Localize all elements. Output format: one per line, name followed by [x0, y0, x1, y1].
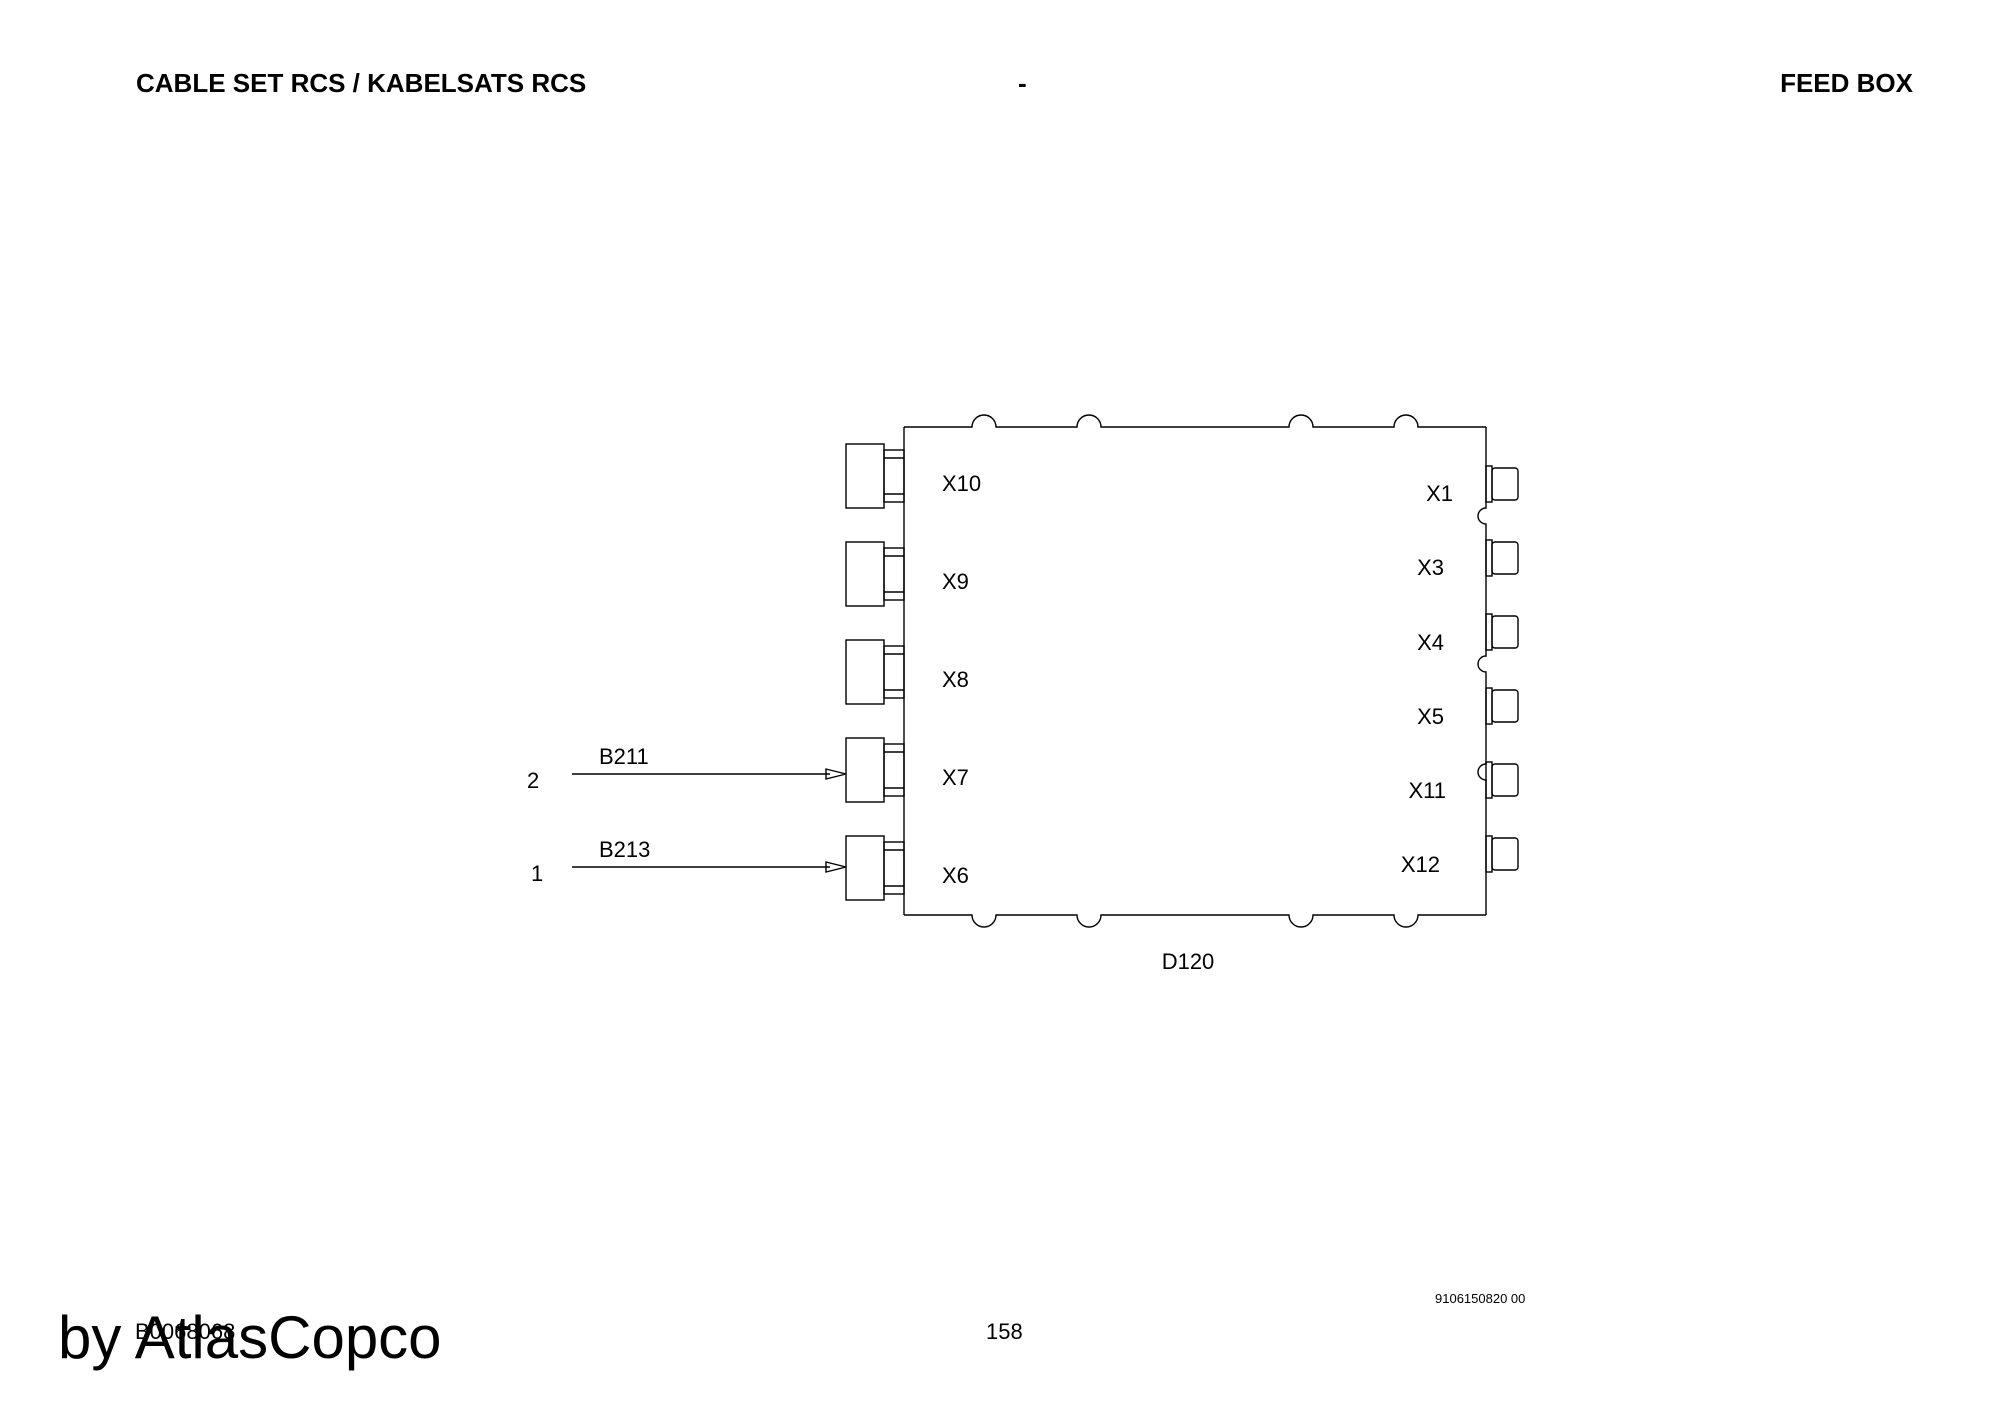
label-x7: X7	[942, 765, 969, 790]
connector-x6-shape	[845, 835, 905, 901]
cable-b211-number: 2	[527, 768, 539, 793]
connector-x10-shape	[845, 443, 905, 509]
connector-x3-shape	[1485, 539, 1519, 577]
connector-x7-shape	[845, 737, 905, 803]
label-x6: X6	[942, 863, 969, 888]
cable-b213-name: B213	[599, 837, 650, 862]
box-bottom-edge	[904, 914, 1486, 928]
connector-x4-shape	[1485, 613, 1519, 651]
box-label: D120	[1162, 949, 1215, 974]
page-number: 158	[986, 1319, 1023, 1344]
cable-b211-name: B211	[599, 744, 649, 769]
header-middle: -	[1018, 68, 1027, 98]
label-x10: X10	[942, 471, 981, 496]
header-right-title: FEED BOX	[1780, 68, 1913, 98]
cable-b213-number: 1	[531, 861, 543, 886]
header-left-title: CABLE SET RCS / KABELSATS RCS	[136, 68, 587, 98]
box-top-edge	[904, 414, 1486, 428]
label-x3: X3	[1417, 555, 1444, 580]
watermark-text: by AtlasCopco	[58, 1304, 442, 1371]
label-x11: X11	[1408, 778, 1446, 803]
label-x4: X4	[1417, 630, 1444, 655]
label-x5: X5	[1417, 704, 1444, 729]
cable-b213-arrow	[825, 861, 847, 873]
label-x1: X1	[1426, 481, 1453, 506]
label-x8: X8	[942, 667, 969, 692]
footer-code: B0068068	[135, 1319, 236, 1344]
connector-x11-shape	[1485, 761, 1519, 799]
label-x12: X12	[1401, 852, 1440, 877]
box-right-edge	[1477, 427, 1487, 915]
connector-x8-shape	[845, 639, 905, 705]
connector-x12-shape	[1485, 835, 1519, 873]
document-number: 9106150820 00	[1435, 1291, 1526, 1306]
label-x9: X9	[942, 569, 969, 594]
cable-b211-arrow	[825, 768, 847, 780]
connector-x5-shape	[1485, 687, 1519, 725]
connector-x1-shape	[1485, 465, 1519, 503]
connector-x9-shape	[845, 541, 905, 607]
